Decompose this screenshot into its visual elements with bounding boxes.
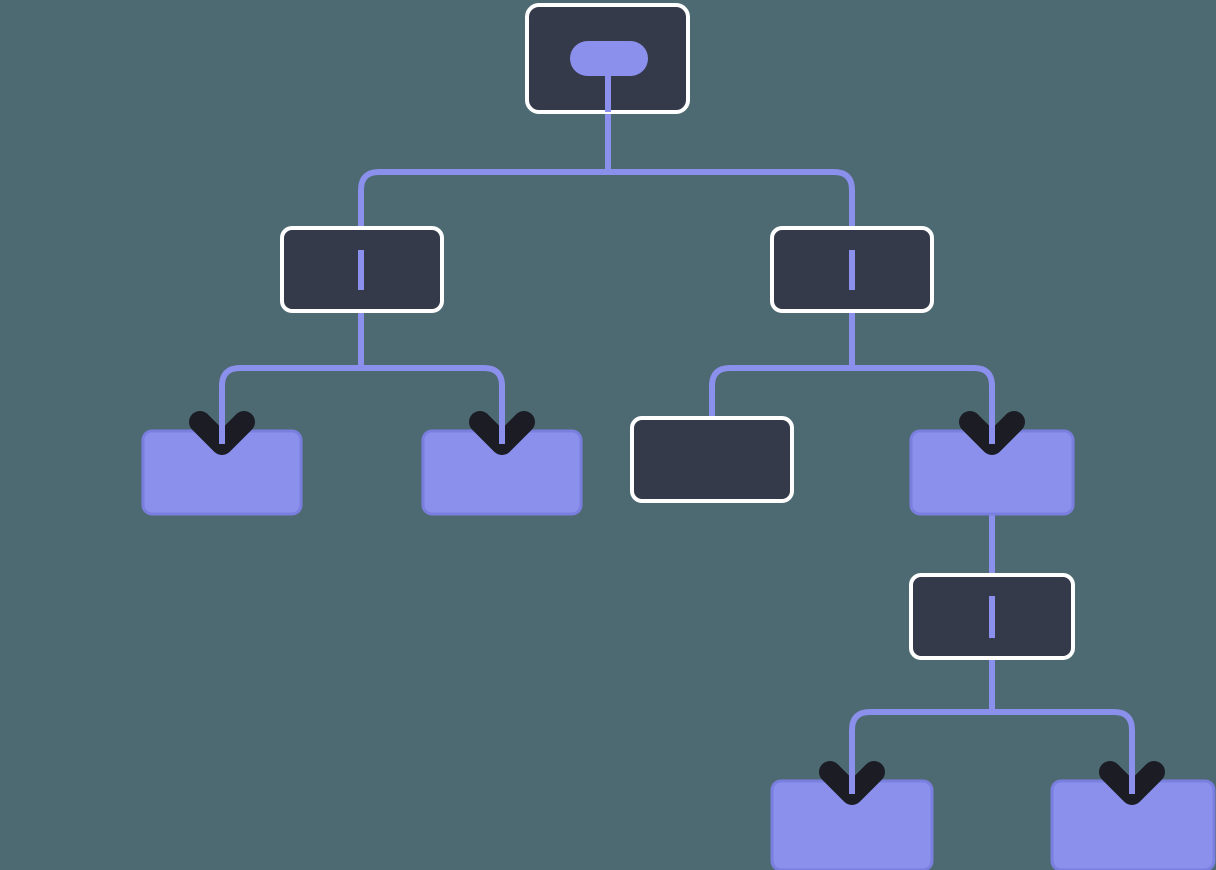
- edge-root-to-right-branch: [608, 169, 855, 232]
- node-root-pill[interactable]: [570, 41, 648, 76]
- edge-dark-lower-to-leaf-3: [849, 709, 992, 794]
- edge-layer: [219, 58, 1135, 794]
- edge-left-branch-to-leaf-2: [361, 365, 505, 444]
- arrow-tip-line-layer: [219, 404, 1135, 794]
- edge-dark-lower-to-leaf-4: [992, 709, 1135, 794]
- edge-right-branch-to-light-mid: [852, 365, 995, 444]
- edge-right-branch-to-dark-leaf: [709, 365, 852, 420]
- edge-root-to-left-branch: [358, 169, 608, 232]
- node-dark-leaf[interactable]: [630, 416, 794, 503]
- edge-left-branch-to-leaf-1: [219, 365, 361, 444]
- light-node-layer: [141, 429, 1216, 870]
- node-dark-lower[interactable]: [909, 573, 1075, 660]
- node-dark-leaf-box[interactable]: [630, 416, 794, 503]
